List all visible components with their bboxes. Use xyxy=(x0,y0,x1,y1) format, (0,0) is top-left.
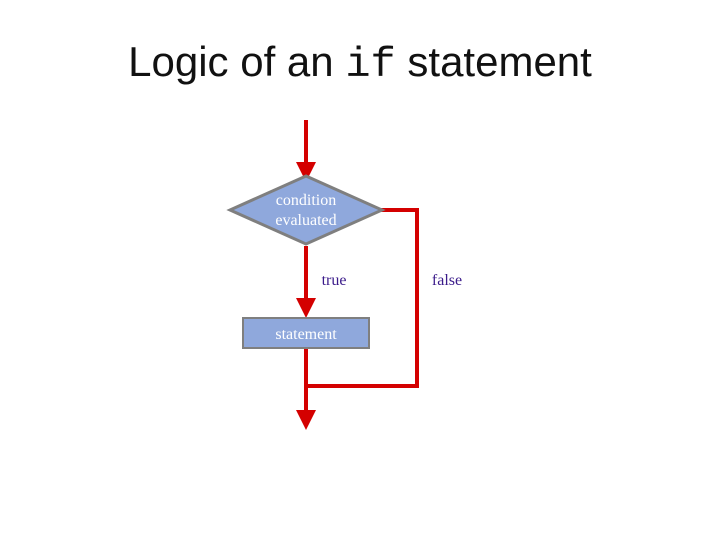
decision-label-line2: evaluated xyxy=(275,212,336,229)
page-title: Logic of an if statement xyxy=(0,38,720,89)
statement-label: statement xyxy=(275,326,337,343)
decision-diamond xyxy=(226,174,386,246)
decision-label-line1: condition xyxy=(276,192,336,209)
false-label: false xyxy=(432,272,462,289)
title-suffix: statement xyxy=(407,38,592,85)
title-prefix: Logic of an xyxy=(128,38,334,85)
false-path xyxy=(306,208,419,388)
statement-box xyxy=(242,317,370,349)
true-label: true xyxy=(322,272,347,289)
title-code: if xyxy=(345,41,396,89)
